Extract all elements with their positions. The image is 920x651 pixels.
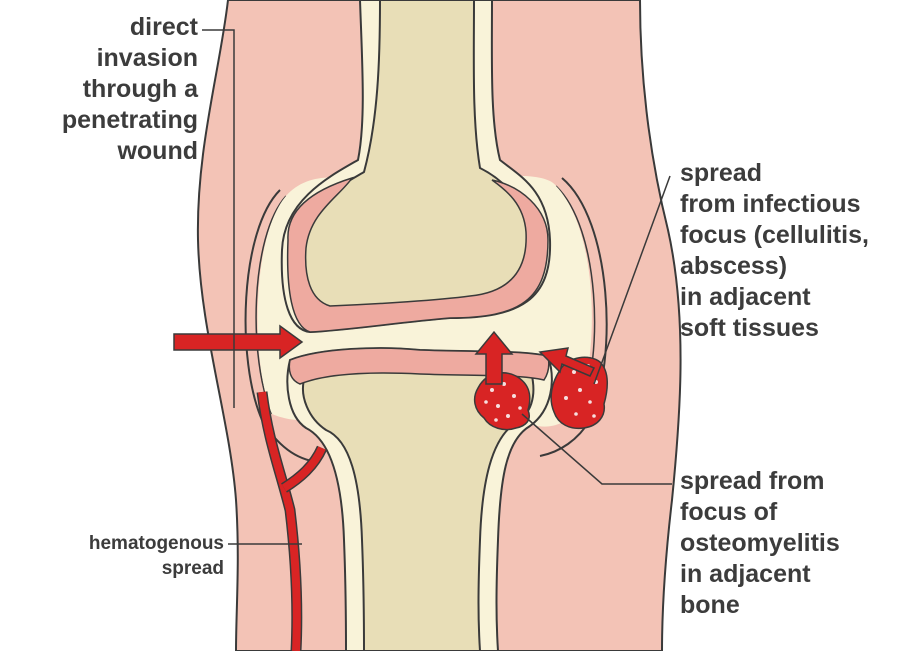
label-line: soft tissues (680, 313, 869, 344)
label-line: in adjacent (680, 559, 840, 590)
label-line: abscess) (680, 251, 869, 282)
label-line: spread (680, 158, 869, 189)
label-hematogenous: hematogenous spread (89, 532, 224, 581)
label-line: osteomyelitis (680, 528, 840, 559)
label-line: invasion (62, 43, 198, 74)
label-line: from infectious (680, 189, 869, 220)
label-direct-invasion: direct invasion through a penetrating wo… (62, 12, 198, 167)
label-line: focus (cellulitis, (680, 220, 869, 251)
label-line: bone (680, 590, 840, 621)
label-line: penetrating (62, 105, 198, 136)
label-line: spread from (680, 466, 840, 497)
label-line: spread (89, 557, 224, 582)
label-line: focus of (680, 497, 840, 528)
label-line: hematogenous (89, 532, 224, 557)
label-line: wound (62, 136, 198, 167)
label-line: in adjacent (680, 282, 869, 313)
label-line: direct (62, 12, 198, 43)
label-osteomyelitis: spread from focus of osteomyelitis in ad… (680, 466, 840, 621)
label-line: through a (62, 74, 198, 105)
label-infectious-focus: spread from infectious focus (cellulitis… (680, 158, 869, 344)
